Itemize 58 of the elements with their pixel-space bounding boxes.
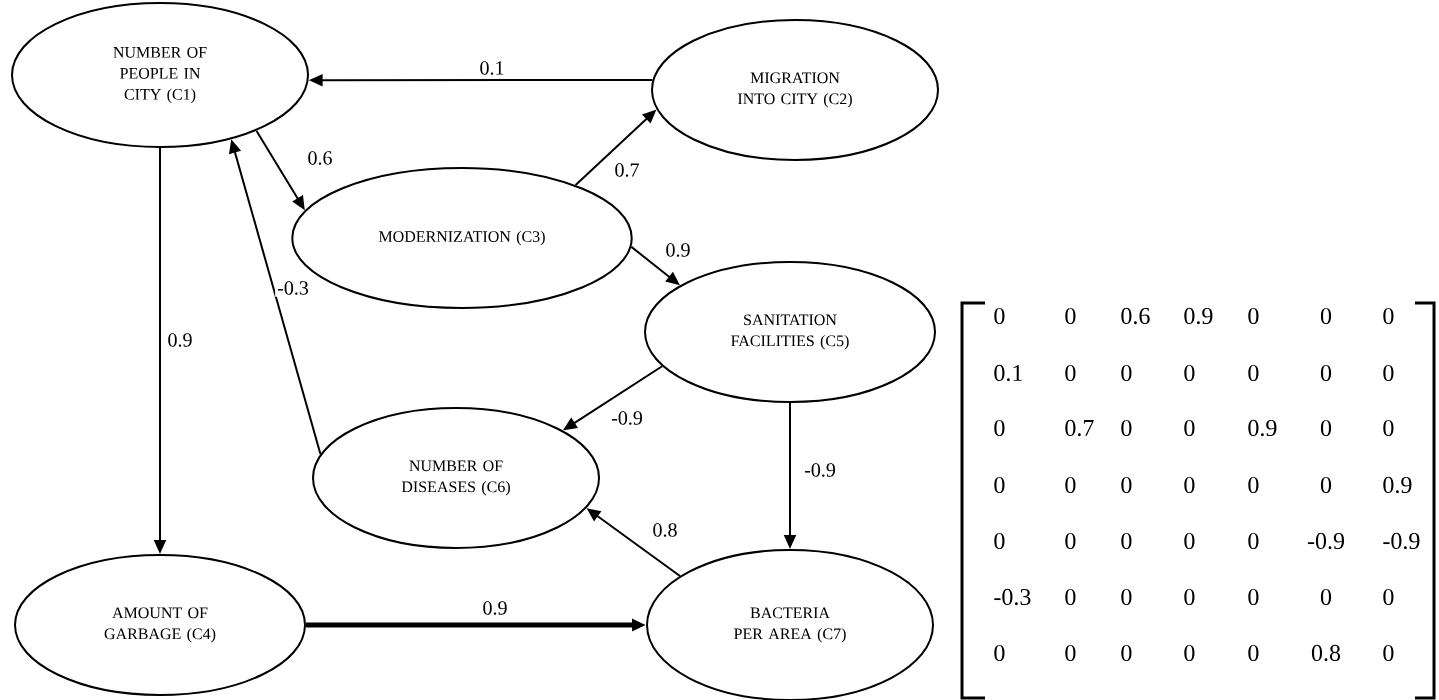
matrix-cell: -0.3 [994,588,1031,606]
edge-label: 0.6 [305,149,335,167]
matrix-cell: 0 [1383,364,1394,382]
matrix-cell: 0 [1065,307,1076,325]
matrix-cell: 0 [1383,307,1394,325]
matrix-cell: 0 [1065,588,1076,606]
edge-label: 0.8 [650,521,680,539]
matrix-cell: 0 [1320,307,1332,325]
matrix-cell: 0 [1184,364,1195,382]
matrix-cell: 0 [1184,588,1195,606]
matrix-cell: 0 [1184,644,1195,662]
matrix-cell: 0 [1121,419,1132,437]
matrix-cell: 0 [1320,419,1332,437]
matrix-cell: 0.6 [1121,307,1150,325]
matrix-cell: 0.1 [994,364,1022,382]
matrix-cell: 0 [1184,476,1195,494]
matrix-cell: 0 [1383,644,1394,662]
matrix-cell: 0 [994,532,1005,550]
matrix-cell: 0 [1065,532,1076,550]
matrix-cell: 0 [1121,532,1132,550]
matrix-cell: 0 [1248,476,1259,494]
matrix-cell: 0 [1320,588,1332,606]
edge-label: 0.9 [165,331,195,349]
edge-label: 0.9 [663,241,693,259]
matrix-cell: 0 [1121,588,1132,606]
matrix-cell: 0 [1065,644,1076,662]
edge-label: 0.1 [477,59,507,77]
matrix-cell: 0 [1248,532,1259,550]
matrix-cell: 0 [1383,588,1394,606]
matrix-cell: 0 [1248,588,1259,606]
matrix-cell: 0 [1121,476,1132,494]
matrix-cell: 0 [994,476,1005,494]
matrix-cell: -0.9 [1383,532,1420,550]
edge-label: -0.3 [275,279,311,297]
matrix-cell: 0 [1121,644,1132,662]
matrix-cell: 0 [994,307,1005,325]
matrix-cell: 0.7 [1065,419,1094,437]
matrix-cell: 0 [1248,307,1259,325]
matrix-cell: 0.9 [1383,476,1412,494]
matrix-cell: -0.9 [1307,532,1344,550]
matrix-cell: 0 [1248,644,1259,662]
edge-label: 0.9 [480,599,510,617]
matrix-cell: 0 [1184,532,1195,550]
matrix-cell: 0.9 [1184,307,1213,325]
matrix-cell: 0 [1121,364,1132,382]
edge-label: -0.9 [802,461,838,479]
matrix-cell: 0 [1065,364,1076,382]
matrix-cell: 0 [1248,364,1259,382]
matrix-cell: 0 [1184,419,1195,437]
matrix-cell: 0 [994,644,1005,662]
matrix-cell: 0 [1320,476,1332,494]
matrix-cell: 0.9 [1248,419,1277,437]
matrix-cell: 0.8 [1311,644,1341,662]
matrix-cell: 0 [1065,476,1076,494]
matrix-cell: 0 [1320,364,1332,382]
matrix-cell: 0 [994,419,1005,437]
matrix-cell: 0 [1383,419,1394,437]
edge-label: -0.9 [609,409,645,427]
